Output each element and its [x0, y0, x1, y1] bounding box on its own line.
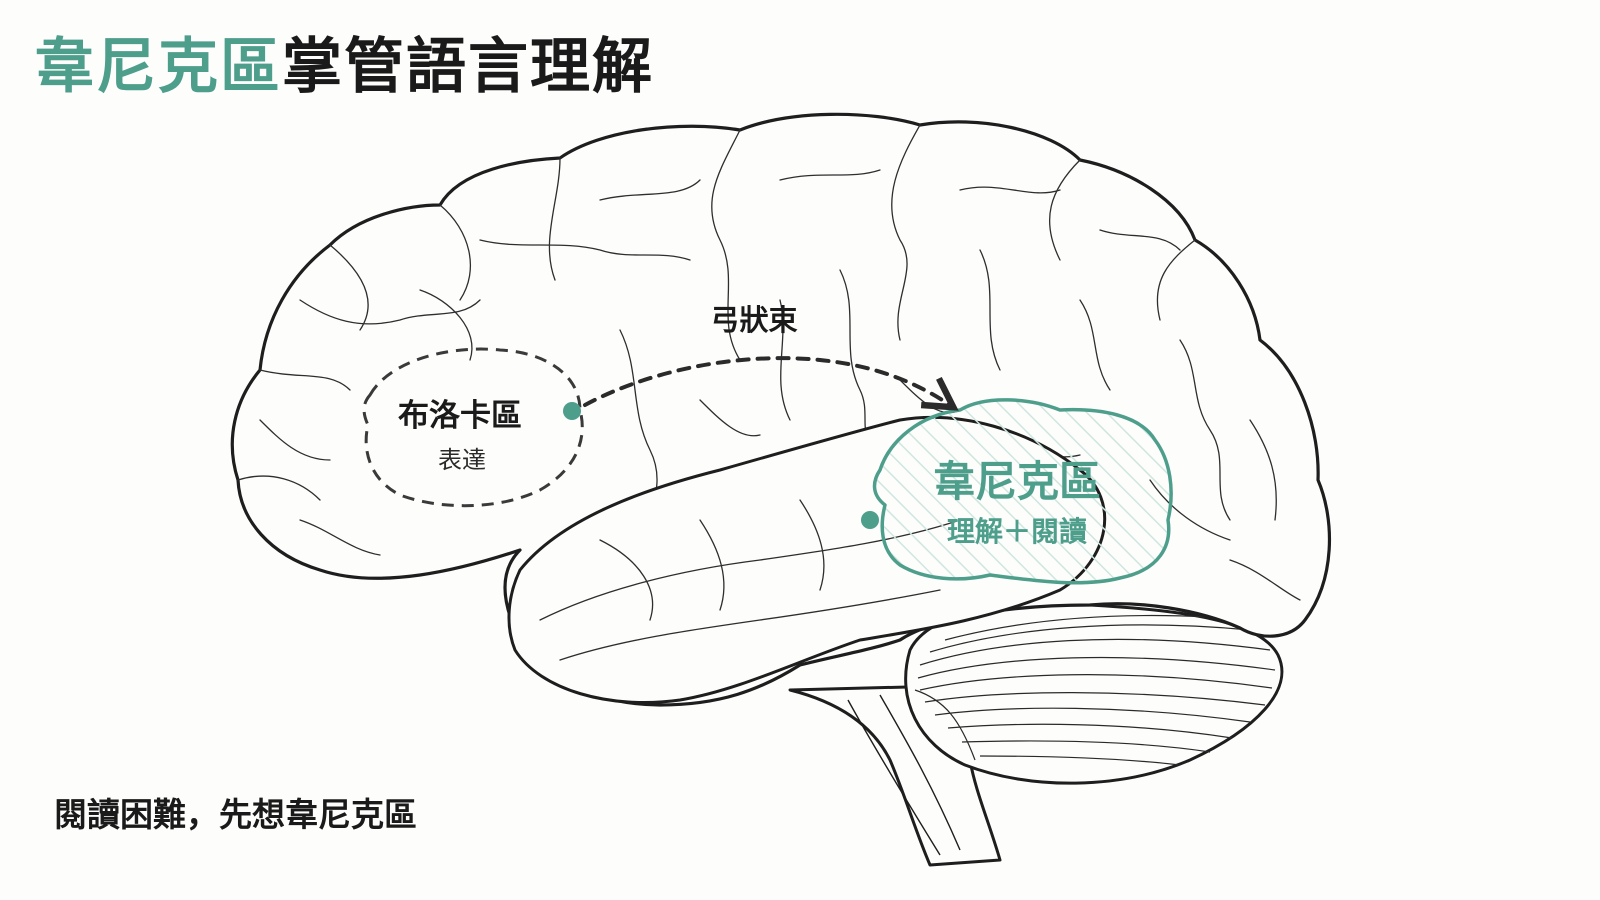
page-title: 韋尼克區掌管語言理解: [34, 18, 654, 105]
wernicke-function: 理解＋閱讀: [947, 515, 1087, 548]
title-rest: 掌管語言理解: [282, 32, 654, 102]
title-highlight: 韋尼克區: [34, 32, 282, 102]
pathway-label: 弓狀束: [710, 303, 797, 337]
cerebellum: [904, 602, 1284, 785]
wernicke-label: 韋尼克區: [933, 457, 1101, 506]
caption: 閱讀困難，先想韋尼克區: [54, 795, 417, 834]
broca-area: [362, 347, 584, 508]
arcuate-arrow: [583, 356, 959, 411]
wernicke-area: [872, 398, 1173, 585]
wernicke-dot: [861, 511, 879, 529]
broca-function: 表達: [438, 446, 486, 474]
broca-label: 布洛卡區: [398, 398, 522, 434]
broca-dot: [563, 402, 581, 420]
